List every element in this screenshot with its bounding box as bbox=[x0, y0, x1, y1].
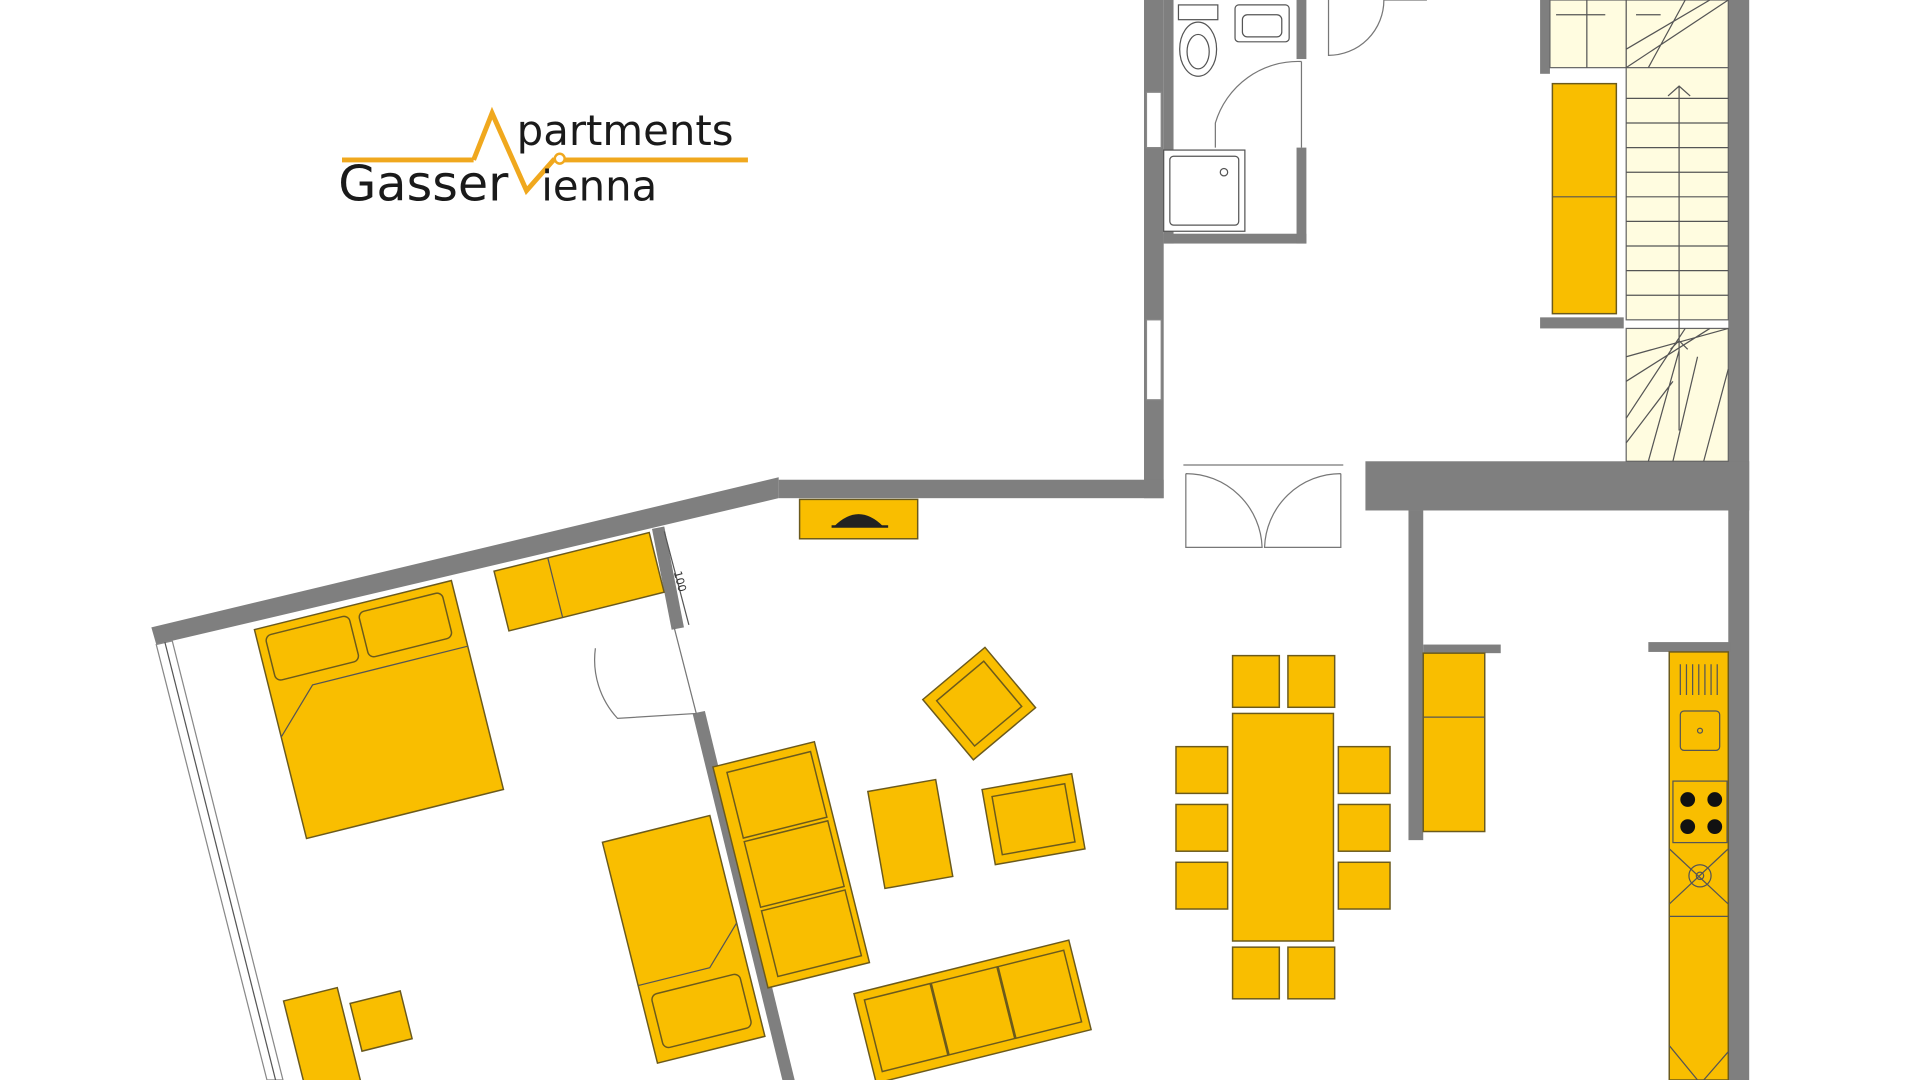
single-bed bbox=[601, 814, 766, 1065]
window bbox=[1145, 91, 1162, 149]
sofa-three-seat bbox=[853, 939, 1093, 1080]
fireplace-icon bbox=[834, 514, 884, 527]
dishwasher-icon bbox=[1688, 864, 1712, 888]
logo: Gasser partments ienna bbox=[338, 106, 748, 213]
dresser bbox=[493, 531, 665, 632]
window bbox=[1145, 319, 1162, 401]
dimension-label: 100 bbox=[671, 570, 689, 594]
dining-table bbox=[1231, 712, 1335, 942]
coffee-table bbox=[866, 778, 954, 890]
kitchen-counter bbox=[1668, 651, 1730, 1080]
armchair bbox=[981, 772, 1086, 866]
stove-icon bbox=[1672, 780, 1728, 844]
fireplace bbox=[798, 498, 919, 540]
dining-set bbox=[1175, 654, 1391, 1000]
sink-icon bbox=[1679, 710, 1721, 751]
logo-vienna: ienna bbox=[541, 162, 657, 211]
double-bed bbox=[253, 579, 505, 840]
stairs bbox=[1549, 0, 1729, 462]
toilet-icon bbox=[1179, 21, 1218, 77]
shower-icon bbox=[1163, 149, 1246, 232]
toilet-tank bbox=[1177, 4, 1219, 21]
furniture bbox=[253, 82, 1730, 1080]
doors: 100 bbox=[594, 0, 1427, 719]
wardrobe bbox=[1551, 82, 1618, 315]
bathroom bbox=[1163, 4, 1290, 232]
sideboard bbox=[1422, 652, 1486, 833]
logo-apartments: partments bbox=[517, 106, 734, 155]
sofa-three-seat bbox=[712, 740, 871, 989]
logo-dot bbox=[553, 152, 566, 165]
logo-gasser: Gasser bbox=[338, 155, 509, 213]
sink-icon bbox=[1234, 4, 1290, 43]
armchair bbox=[921, 646, 1037, 761]
logo-pulse-line bbox=[471, 106, 748, 196]
desk bbox=[282, 986, 414, 1080]
